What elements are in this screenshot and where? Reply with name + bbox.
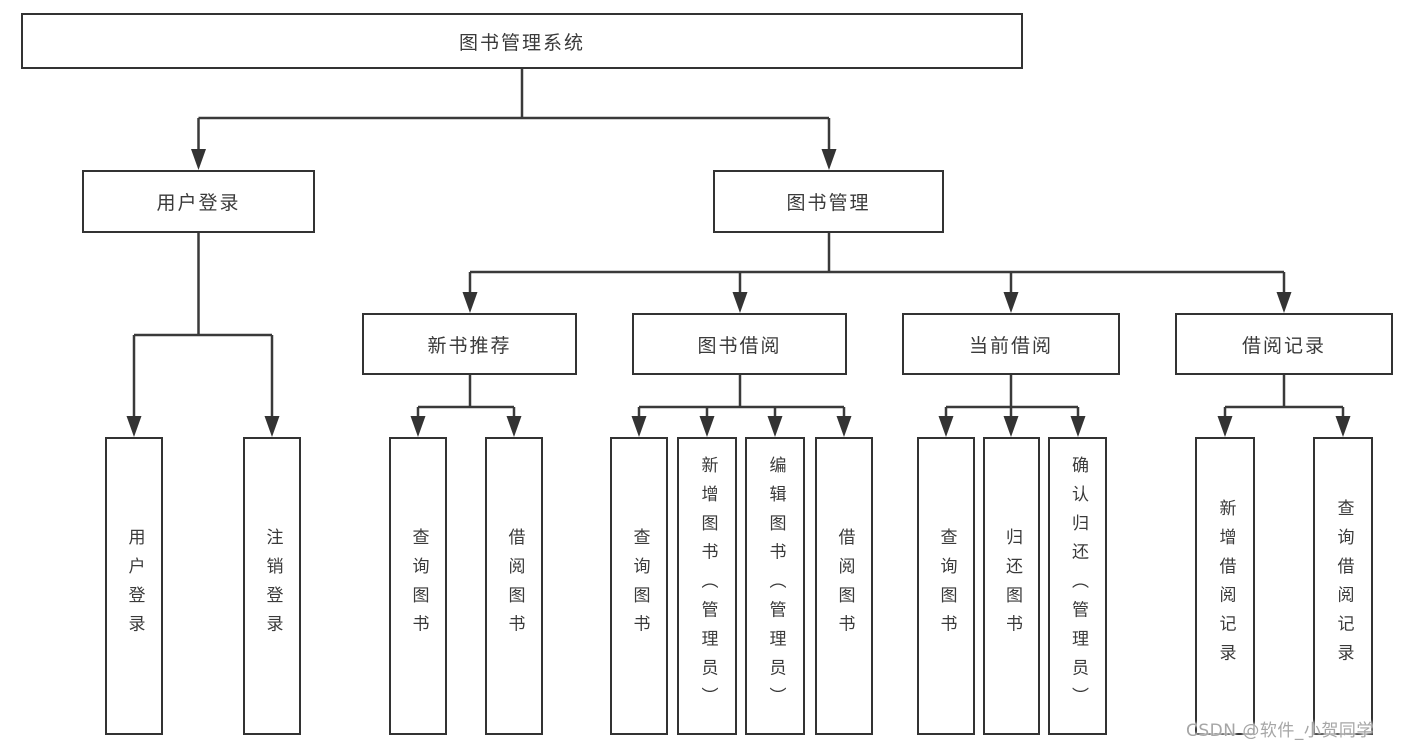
- node-book-management-label: 图书管理: [786, 192, 871, 214]
- leaf-logout-label: 注销登录: [262, 528, 283, 644]
- arrowheads: [126, 149, 1351, 437]
- leaf-confirm-return-admin: 确认归还（管理员）: [1048, 437, 1107, 735]
- leaf-edit-book-admin-label: 编辑图书（管理员）: [765, 455, 786, 717]
- leaf-confirm-return-admin-label: 确认归还（管理员）: [1068, 455, 1088, 717]
- leaf-return-books-label: 归还图书: [1002, 528, 1022, 644]
- leaf-borrow-books: 借阅图书: [815, 437, 873, 735]
- node-library-system: 图书管理系统: [21, 13, 1023, 69]
- leaf-recommend-borrow-books: 借阅图书: [485, 437, 543, 735]
- leaf-add-borrow-record: 新增借阅记录: [1195, 437, 1255, 735]
- node-user-login: 用户登录: [82, 170, 315, 233]
- node-library-system-label: 图书管理系统: [458, 31, 585, 54]
- leaf-add-book-admin: 新增图书（管理员）: [677, 437, 737, 735]
- leaf-recommend-query-books-label: 查询图书: [408, 528, 429, 644]
- leaf-borrow-books-label: 借阅图书: [834, 528, 855, 644]
- csdn-watermark: CSDN @软件_小贺同学: [1186, 721, 1374, 741]
- node-new-book-recommend: 新书推荐: [362, 313, 577, 375]
- node-borrowing-records: 借阅记录: [1175, 313, 1393, 375]
- leaf-edit-book-admin: 编辑图书（管理员）: [745, 437, 805, 735]
- node-user-login-label: 用户登录: [156, 192, 241, 214]
- node-book-borrowing: 图书借阅: [632, 313, 847, 375]
- node-borrowing-records-label: 借阅记录: [1241, 334, 1326, 357]
- node-current-borrowing: 当前借阅: [902, 313, 1120, 375]
- leaf-borrow-query-books-label: 查询图书: [629, 528, 650, 644]
- leaf-query-borrow-record: 查询借阅记录: [1313, 437, 1373, 735]
- leaf-query-borrow-record-label: 查询借阅记录: [1333, 499, 1354, 673]
- node-book-borrowing-label: 图书借阅: [697, 334, 782, 357]
- leaf-borrow-query-books: 查询图书: [610, 437, 668, 735]
- leaf-user-login: 用户登录: [105, 437, 163, 735]
- leaf-recommend-query-books: 查询图书: [389, 437, 447, 735]
- leaf-return-books: 归还图书: [983, 437, 1040, 735]
- leaf-add-borrow-record-label: 新增借阅记录: [1215, 499, 1236, 673]
- leaf-add-book-admin-label: 新增图书（管理员）: [697, 455, 718, 717]
- node-new-book-recommend-label: 新书推荐: [427, 334, 512, 357]
- leaf-current-query-books-label: 查询图书: [936, 528, 957, 644]
- leaf-logout: 注销登录: [243, 437, 301, 735]
- leaf-current-query-books: 查询图书: [917, 437, 975, 735]
- node-current-borrowing-label: 当前借阅: [968, 334, 1053, 357]
- leaf-recommend-borrow-books-label: 借阅图书: [504, 528, 525, 644]
- node-book-management: 图书管理: [713, 170, 944, 233]
- leaf-user-login-label: 用户登录: [124, 528, 145, 644]
